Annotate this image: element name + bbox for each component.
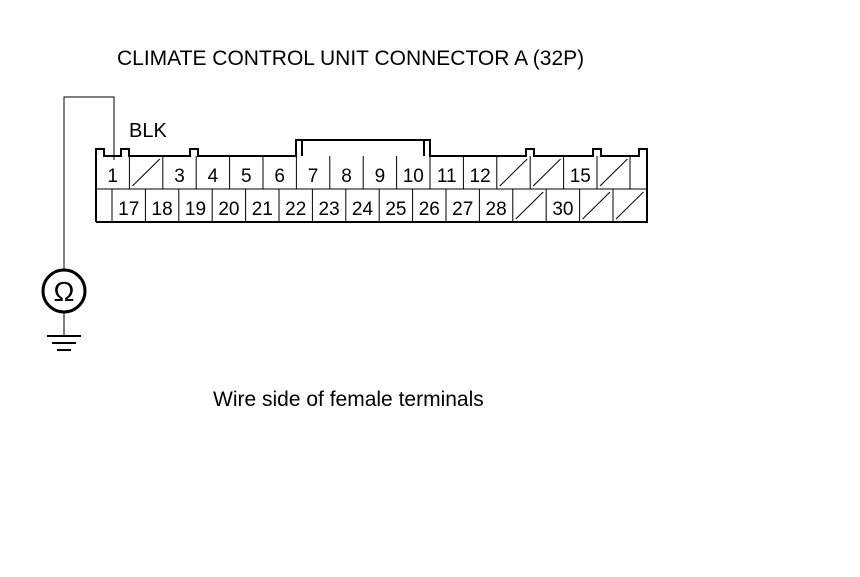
terminal-8: 8 [341, 166, 352, 187]
terminal-5: 5 [241, 166, 252, 187]
terminal-9: 9 [375, 166, 386, 187]
terminal-12: 12 [470, 166, 491, 187]
unused-terminal-slash [599, 158, 628, 187]
terminal-20: 20 [218, 199, 239, 220]
terminal-4: 4 [208, 166, 219, 187]
ohmmeter-icon: Ω [41, 268, 87, 314]
terminal-18: 18 [152, 199, 173, 220]
unused-terminal-slash [532, 158, 561, 187]
terminal-27: 27 [452, 199, 473, 220]
diagram-caption: Wire side of female terminals [213, 388, 484, 411]
terminal-30: 30 [552, 199, 573, 220]
terminal-7: 7 [308, 166, 319, 187]
ground-icon [47, 312, 81, 351]
wire-color-label: BLK [129, 120, 167, 142]
terminal-25: 25 [385, 199, 406, 220]
unused-terminal-slash [499, 158, 528, 187]
terminal-21: 21 [252, 199, 273, 220]
terminal-19: 19 [185, 199, 206, 220]
terminal-3: 3 [174, 166, 185, 187]
terminal-11: 11 [437, 166, 457, 187]
terminal-1: 1 [107, 166, 118, 187]
connector-bottom-row: 17 18 19 20 21 22 23 24 25 26 27 28 30 [118, 189, 644, 222]
terminal-15: 15 [570, 166, 591, 187]
unused-terminal-slash [515, 191, 544, 220]
terminal-28: 28 [486, 199, 507, 220]
terminal-23: 23 [319, 199, 340, 220]
terminal-10: 10 [403, 166, 424, 187]
ohmmeter-symbol: Ω [54, 276, 75, 307]
connector-housing [95, 139, 648, 223]
connector-top-row: 1 3 4 5 6 7 8 9 10 11 12 15 [107, 156, 628, 189]
terminal-17: 17 [118, 199, 139, 220]
terminal-6: 6 [274, 166, 285, 187]
terminal-24: 24 [352, 199, 374, 220]
diagram-title: CLIMATE CONTROL UNIT CONNECTOR A (32P) [117, 47, 584, 70]
terminal-22: 22 [285, 199, 306, 220]
unused-terminal-slash [132, 158, 161, 187]
unused-terminal-slash [615, 191, 644, 220]
terminal-26: 26 [419, 199, 440, 220]
unused-terminal-slash [582, 191, 611, 220]
probe-lead [63, 96, 115, 270]
